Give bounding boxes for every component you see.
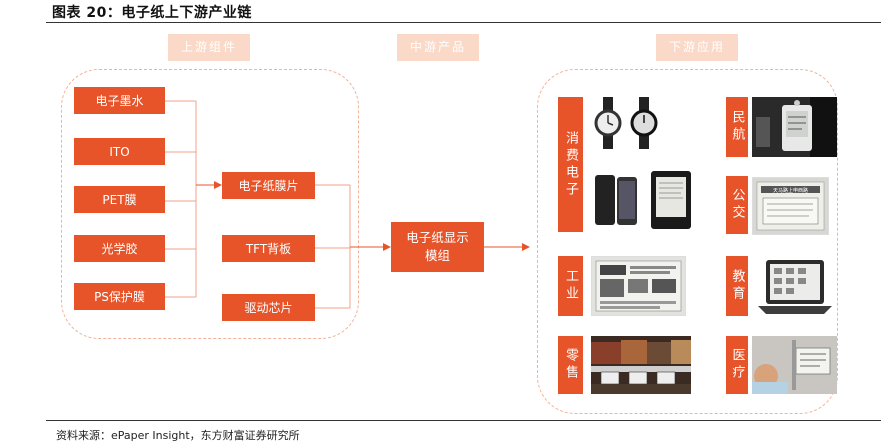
upstream-container <box>61 69 359 339</box>
material-ps-protective-film: PS保护膜 <box>74 283 165 310</box>
source-note: 资料来源：ePaper Insight，东方财富证券研究所 <box>56 429 300 442</box>
transit-sign-text: 天马路上申西路 <box>773 187 808 194</box>
photo-education-tablet <box>752 256 837 316</box>
app-education: 教育 <box>726 256 748 316</box>
app-aviation: 民航 <box>726 97 748 157</box>
photo-industrial-label <box>591 256 686 316</box>
photo-retail-shelf <box>591 336 691 394</box>
midstream-display-module: 电子纸显示模组 <box>391 222 484 272</box>
photo-smartwatches <box>591 97 667 149</box>
material-pet-film: PET膜 <box>74 186 165 213</box>
app-consumer-electronics: 消费电子 <box>558 97 583 232</box>
material-optical-adhesive: 光学胶 <box>74 235 165 262</box>
material-electronic-ink: 电子墨水 <box>74 87 165 114</box>
figure-title: 图表 20：电子纸上下游产业链 <box>52 5 252 21</box>
app-retail: 零售 <box>558 336 583 394</box>
section-label-midstream: 中游产品 <box>397 34 479 61</box>
component-epaper-film: 电子纸膜片 <box>222 172 315 199</box>
app-public-transit: 公交 <box>726 176 748 234</box>
photo-medical-display <box>752 336 837 394</box>
photo-aviation-tag <box>752 97 837 157</box>
component-driver-chip: 驱动芯片 <box>222 294 315 321</box>
app-medical: 医疗 <box>726 336 748 394</box>
component-tft-backplane: TFT背板 <box>222 235 315 262</box>
app-industry: 工业 <box>558 256 583 316</box>
material-ito: ITO <box>74 138 165 165</box>
section-label-downstream: 下游应用 <box>656 34 738 61</box>
photo-phone-and-ereader <box>591 171 696 231</box>
top-rule <box>46 22 881 23</box>
bottom-rule <box>46 420 881 421</box>
section-label-upstream: 上游组件 <box>168 34 250 61</box>
photo-bus-stop-display: 天马路上申西路 <box>752 177 829 235</box>
downstream-container <box>537 69 838 414</box>
